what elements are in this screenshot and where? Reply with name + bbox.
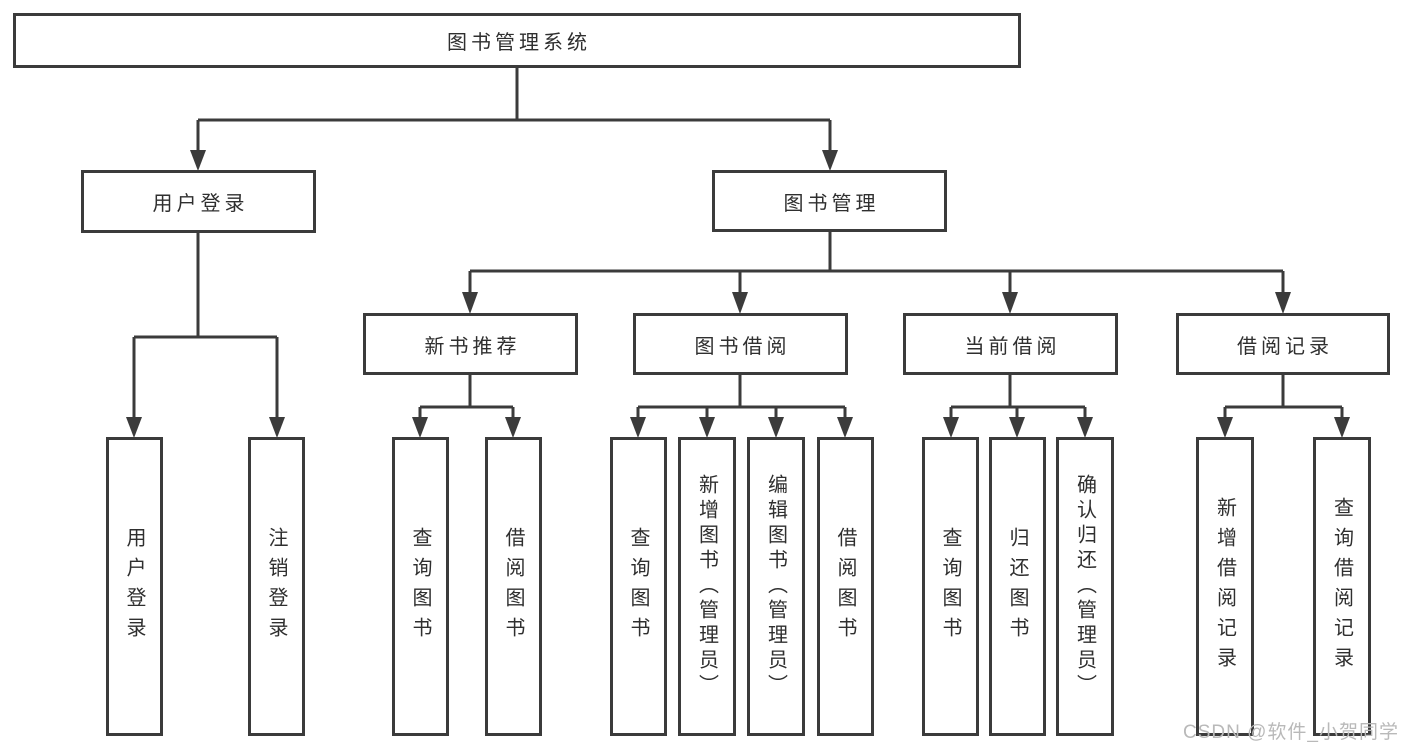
leaf-current-confirm-return-admin: 确认归还（管理员） bbox=[1056, 437, 1114, 736]
leaf-records-query-record: 查询借阅记录 bbox=[1313, 437, 1371, 736]
connector-new-book-recommend bbox=[412, 375, 521, 438]
leaf-label: 查询图书 bbox=[409, 526, 431, 647]
watermark: CSDN @软件_小贺同学 bbox=[1183, 722, 1399, 743]
leaf-label: 编辑图书（管理员） bbox=[764, 474, 787, 699]
connector-current-borrowing bbox=[943, 375, 1093, 438]
leaf-newbook-borrow-books: 借阅图书 bbox=[485, 437, 542, 736]
node-new-book-recommend: 新书推荐 bbox=[363, 313, 578, 375]
leaf-logout: 注销登录 bbox=[248, 437, 305, 736]
leaf-label: 查询借阅记录 bbox=[1330, 496, 1353, 677]
connector-book-borrowing bbox=[630, 375, 853, 438]
leaf-label: 借阅图书 bbox=[834, 526, 856, 647]
leaf-borrowing-edit-books-admin: 编辑图书（管理员） bbox=[747, 437, 805, 736]
leaf-label: 查询图书 bbox=[627, 526, 649, 647]
node-borrowing-records: 借阅记录 bbox=[1176, 313, 1390, 375]
leaf-label: 查询图书 bbox=[939, 526, 961, 647]
leaf-newbook-query-books: 查询图书 bbox=[392, 437, 449, 736]
node-library-system: 图书管理系统 bbox=[13, 13, 1021, 68]
connector-book-management bbox=[462, 232, 1291, 314]
leaf-label: 借阅图书 bbox=[502, 526, 524, 647]
leaf-borrowing-add-books-admin: 新增图书（管理员） bbox=[678, 437, 736, 736]
leaf-label: 注销登录 bbox=[265, 526, 287, 647]
leaf-current-query-books: 查询图书 bbox=[922, 437, 979, 736]
leaf-label: 用户登录 bbox=[123, 526, 145, 647]
leaf-label: 新增图书（管理员） bbox=[695, 474, 718, 699]
leaf-borrowing-query-books: 查询图书 bbox=[610, 437, 667, 736]
leaf-user-login: 用户登录 bbox=[106, 437, 163, 736]
leaf-label: 确认归还（管理员） bbox=[1073, 474, 1096, 699]
connector-borrowing-records bbox=[1217, 375, 1350, 438]
connector-user-login bbox=[126, 233, 285, 438]
connector-root bbox=[190, 68, 838, 171]
leaf-borrowing-borrow-books: 借阅图书 bbox=[817, 437, 874, 736]
node-current-borrowing: 当前借阅 bbox=[903, 313, 1118, 375]
node-book-borrowing: 图书借阅 bbox=[633, 313, 848, 375]
node-book-management: 图书管理 bbox=[712, 170, 947, 232]
leaf-label: 新增借阅记录 bbox=[1213, 496, 1236, 677]
leaf-label: 归还图书 bbox=[1006, 526, 1028, 647]
leaf-records-add-record: 新增借阅记录 bbox=[1196, 437, 1254, 736]
node-user-login: 用户登录 bbox=[81, 170, 316, 233]
leaf-current-return-books: 归还图书 bbox=[989, 437, 1046, 736]
